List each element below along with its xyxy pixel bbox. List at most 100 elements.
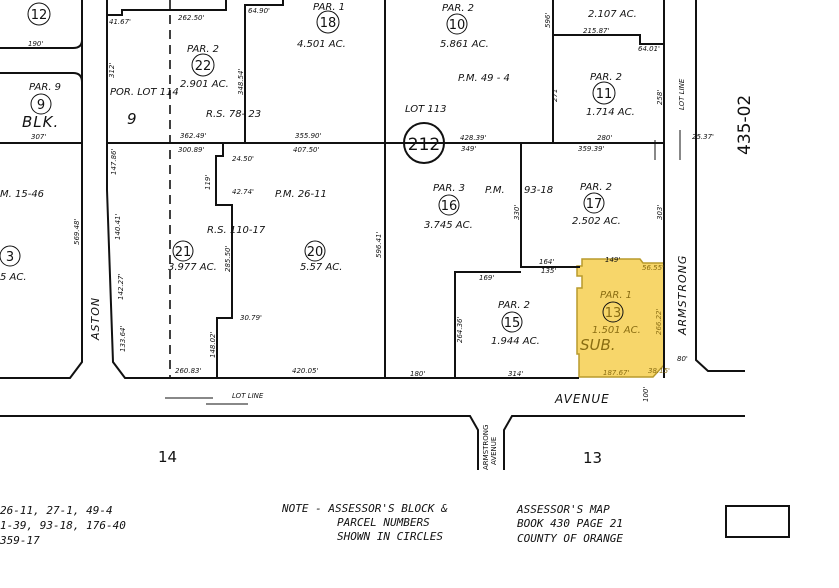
svg-text:596': 596' [544,13,552,28]
svg-text:271': 271' [551,87,559,102]
svg-text:30.79': 30.79' [240,314,262,322]
svg-text:164': 164' [539,258,554,266]
svg-text:362.49': 362.49' [180,132,206,140]
svg-text:215.87': 215.87' [583,27,609,35]
svg-text:330': 330' [513,205,521,220]
svg-text:260.83': 260.83' [175,367,201,375]
parcel-acres: 3.745 AC. [424,220,473,231]
svg-text:258': 258' [656,90,664,105]
svg-text:169': 169' [479,274,494,282]
parcel-acres: 5.861 AC. [440,39,489,50]
map-references: 359-17 [0,534,40,547]
top-acres: 2.107 AC. [588,9,637,20]
adjacent-block-13: 13 [583,449,602,467]
note-text: SHOWN IN CIRCLES [337,530,443,543]
parcel-number: 3 [6,250,14,265]
svg-text:147.86': 147.86' [110,149,118,175]
street-armstrong: ARMSTRONG [676,255,689,336]
stamp-box [725,505,790,538]
svg-text:38.15': 38.15' [648,367,670,375]
parcel-par: PAR. 1 [600,290,632,301]
adjacent-block-14: 14 [158,448,177,466]
parcel-pm: M. 15-46 [0,189,44,200]
parcel-lines [0,0,681,405]
svg-text:266.22': 266.22' [655,309,663,335]
parcel-number: 9 [37,98,45,113]
pm-label: 93-18 [524,185,553,196]
parcel-par: PAR. 9 [29,82,61,93]
lot-line-label: LOT LINE [232,392,264,400]
svg-text:596.41': 596.41' [375,232,383,258]
parcel-number: 20 [307,245,324,260]
block-number: 212 [408,135,440,155]
svg-text:262.50': 262.50' [178,14,204,22]
svg-text:24.50': 24.50' [232,155,254,163]
svg-text:25.37': 25.37' [692,133,714,141]
svg-text:285.50': 285.50' [224,246,232,272]
parcel-par: PAR. 2 [442,3,474,14]
svg-text:190': 190' [28,40,43,48]
svg-text:312': 312' [108,63,116,78]
svg-text:64.90': 64.90' [248,7,270,15]
svg-text:355.90': 355.90' [295,132,321,140]
note-text: NOTE - ASSESSOR'S BLOCK & [281,502,448,515]
svg-text:180': 180' [410,370,425,378]
parcel-number: 12 [31,8,48,23]
parcel-par: PAR. 2 [187,44,219,55]
street-aston: ASTON [89,297,102,341]
svg-text:149': 149' [605,256,620,264]
svg-text:133.64': 133.64' [119,326,127,352]
svg-text:348.54': 348.54' [237,69,245,95]
pm-label: P.M. 26-11 [275,189,327,200]
svg-text:140.41': 140.41' [114,214,122,240]
rs-label: R.S. 110-17 [207,225,266,236]
svg-text:300.89': 300.89' [178,146,204,154]
parcel-acres: 4.501 AC. [297,39,346,50]
svg-text:264.36': 264.36' [456,317,464,343]
street-armstrong-avenue: ARMSTRONG [482,425,490,470]
parcel-par: PAR. 3 [433,183,465,194]
assessor-text: BOOK 430 PAGE 21 [517,517,623,530]
parcel-acres: 1.501 AC. [592,325,641,336]
por-lot-label: POR. LOT 114 [110,87,179,98]
svg-text:42.74': 42.74' [232,188,254,196]
parcel-number: 22 [195,59,212,74]
parcel-number: 17 [586,197,603,212]
note-text: PARCEL NUMBERS [337,516,430,529]
svg-text:119': 119' [204,175,212,190]
svg-text:148.02': 148.02' [209,332,217,358]
parcel-acres: 5 AC. [0,272,27,283]
pm-label: P.M. 49 - 4 [458,73,510,84]
map-references: 26-11, 27-1, 49-4 [0,504,113,517]
svg-text:187.67': 187.67' [603,369,629,377]
assessor-text: ASSESSOR'S MAP [516,503,610,516]
svg-text:307': 307' [31,133,46,141]
parcel-number: 13 [605,306,622,321]
svg-text:56.55': 56.55' [642,264,664,272]
parcel-par: PAR. 2 [580,182,612,193]
svg-text:142.27': 142.27' [117,274,125,300]
parcel-par: PAR. 1 [313,2,345,13]
street-lines [0,0,745,470]
svg-text:41.67': 41.67' [109,18,131,26]
parcel-acres: 2.502 AC. [572,216,621,227]
parcel-extra: SUB. [580,336,616,354]
svg-text:428.39': 428.39' [460,134,486,142]
parcel-circles [0,2,624,333]
map-number: 435-02 [735,95,755,155]
parcel-acres: 1.714 AC. [586,107,635,118]
assessor-text: COUNTY OF ORANGE [517,532,623,545]
street-avenue: AVENUE [554,392,610,406]
lot113-label: LOT 113 [405,104,447,115]
parcel-acres: 2.901 AC. [180,79,229,90]
svg-text:100': 100' [642,387,650,402]
lot-line-label: LOT LINE [678,78,686,110]
svg-text:569.48': 569.48' [73,219,81,245]
svg-text:135': 135' [541,267,556,275]
pm-label: P.M. [485,185,505,196]
svg-text:359.39': 359.39' [578,145,604,153]
svg-text:280': 280' [597,134,612,142]
dimensions: 362.49' 300.89' 355.90' 407.50' 428.39' … [28,7,714,402]
parcel-number: 16 [441,199,458,214]
